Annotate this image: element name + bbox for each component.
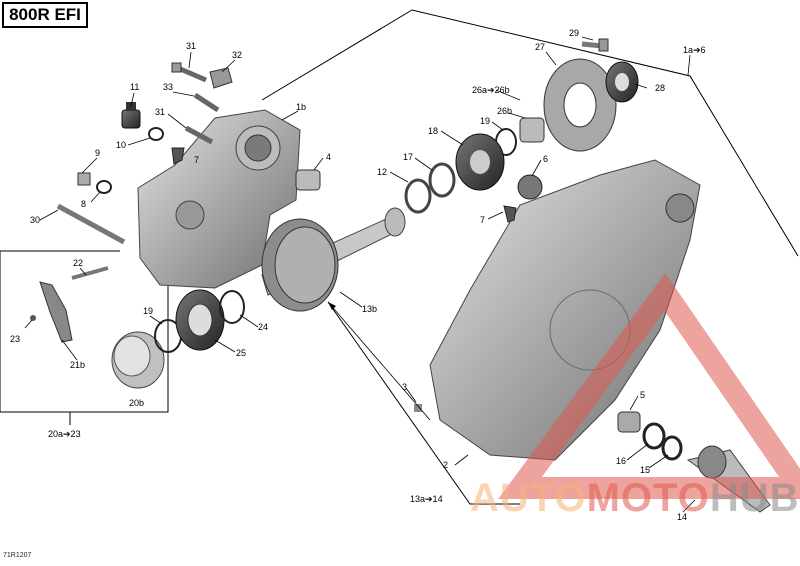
watermark-hub: HUB [709, 476, 800, 520]
model-title: 800R EFI [2, 2, 88, 28]
watermark-auto: AUTO [470, 476, 587, 520]
callout-1a-6: 1a➔6 [683, 45, 706, 55]
gear-13b-leader-arrow [327, 301, 431, 421]
callout-7-right: 7 [480, 215, 485, 225]
callout-24: 24 [258, 322, 268, 332]
washer-8 [96, 180, 112, 194]
callout-22: 22 [73, 258, 83, 268]
sensor-11 [121, 102, 141, 129]
callout-23: 23 [10, 334, 20, 344]
watermark-moto: MOTO [586, 476, 710, 520]
callout-12: 12 [377, 167, 387, 177]
callout-27: 27 [535, 42, 545, 52]
cover-27 [543, 58, 617, 152]
callout-1b: 1b [296, 102, 306, 112]
shaft-22 [71, 266, 109, 280]
callout-14: 14 [677, 512, 687, 522]
callout-8: 8 [81, 199, 86, 209]
callout-11: 11 [130, 82, 139, 92]
callout-labels: 31 32 11 33 31 1b 10 7 9 4 8 30 22 23 21… [10, 28, 706, 522]
seal-25 [175, 289, 225, 351]
bushing-5 [617, 411, 641, 433]
callout-25: 25 [236, 348, 246, 358]
callout-26a-26b: 26a➔26b [472, 85, 510, 95]
leader-lines [24, 36, 696, 513]
callout-19-left: 19 [143, 306, 153, 316]
watermark-text: AUTOMOTOHUB [470, 476, 800, 521]
callout-10: 10 [116, 140, 126, 150]
callout-3: 3 [402, 382, 407, 392]
callout-17: 17 [403, 152, 413, 162]
callout-15: 15 [640, 465, 650, 475]
assembly-outline-right [261, 9, 799, 257]
housing-right-1a [429, 159, 701, 461]
callout-26b: 26b [497, 106, 512, 116]
plug-9 [77, 172, 91, 186]
bracket-32 [209, 67, 233, 89]
callout-7-left: 7 [194, 155, 199, 165]
sleeve-20b [111, 331, 165, 389]
callout-16: 16 [616, 456, 626, 466]
reference-code: 71R1207 [3, 552, 32, 559]
screw-7-right [503, 205, 517, 223]
seal-28 [605, 61, 639, 103]
washer-17 [428, 162, 456, 198]
callout-5: 5 [640, 390, 645, 400]
bolt-31-top [171, 62, 207, 83]
callout-30: 30 [30, 215, 40, 225]
washer-15 [661, 435, 683, 461]
bolt-29 [581, 38, 609, 52]
callout-29: 29 [569, 28, 579, 38]
callout-19-right: 19 [480, 116, 490, 126]
ring-24 [219, 290, 245, 324]
callout-9: 9 [95, 148, 100, 158]
screw-7-left [171, 147, 185, 165]
callout-33: 33 [163, 82, 173, 92]
bushing-26b [519, 117, 545, 143]
fork-21b [39, 281, 73, 343]
callout-6: 6 [543, 154, 548, 164]
callout-28: 28 [655, 83, 665, 93]
watermark-logo-triangle [498, 273, 800, 499]
callout-20a-23: 20a➔23 [48, 429, 81, 439]
bushing-6 [517, 174, 543, 200]
pin-23 [30, 315, 36, 321]
callout-20b: 20b [129, 398, 144, 408]
bolt-33 [193, 92, 220, 113]
callout-13b: 13b [362, 304, 377, 314]
callout-2: 2 [443, 460, 448, 470]
callout-4: 4 [326, 152, 331, 162]
housing-left-1b [137, 109, 301, 289]
assembly-outline-lower [327, 301, 520, 505]
washer-12 [404, 178, 432, 214]
callout-21b: 21b [70, 360, 85, 370]
bolt-31-mid [184, 125, 214, 145]
oring-10 [148, 127, 164, 141]
callout-18: 18 [428, 126, 438, 136]
subassembly-box-20a-23 [0, 250, 169, 413]
callout-13a-14: 13a➔14 [410, 494, 443, 504]
washer-16 [642, 422, 666, 450]
bolt-30 [56, 203, 126, 245]
gear-shaft-13b [261, 207, 406, 312]
bearing-18 [455, 133, 505, 191]
pin-3 [414, 404, 422, 412]
bushing-4 [295, 169, 321, 191]
callout-31-mid: 31 [155, 107, 165, 117]
callout-32: 32 [232, 50, 242, 60]
callout-31-top: 31 [186, 41, 196, 51]
